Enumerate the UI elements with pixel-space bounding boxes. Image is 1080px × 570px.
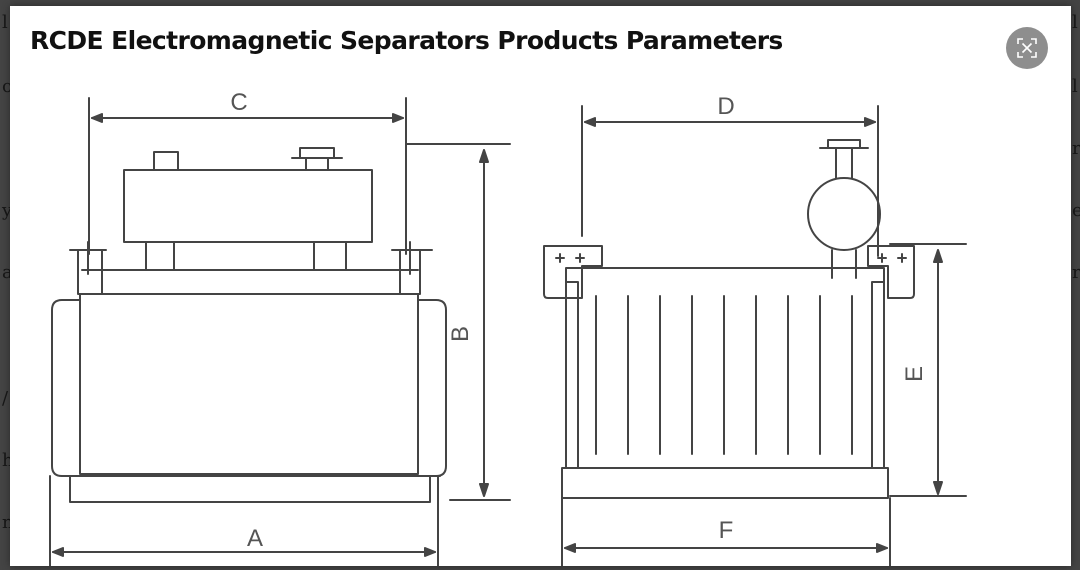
dimension-label-c: C	[230, 89, 247, 116]
modal-title: RCDE Electromagnetic Separators Products…	[30, 26, 783, 55]
dimension-label-d: D	[717, 93, 734, 120]
dimension-diagram: C B A D E F	[10, 86, 1071, 566]
dimension-label-b: B	[447, 326, 474, 342]
side-view	[543, 105, 967, 566]
close-icon	[1017, 38, 1037, 58]
close-button[interactable]	[1006, 27, 1048, 69]
front-view	[49, 97, 511, 566]
dimension-label-a: A	[247, 525, 263, 552]
dimension-label-f: F	[719, 517, 734, 544]
image-modal: RCDE Electromagnetic Separators Products…	[10, 6, 1071, 566]
separator-drawing: C B A D E F	[49, 89, 967, 566]
dimension-label-e: E	[901, 366, 928, 382]
